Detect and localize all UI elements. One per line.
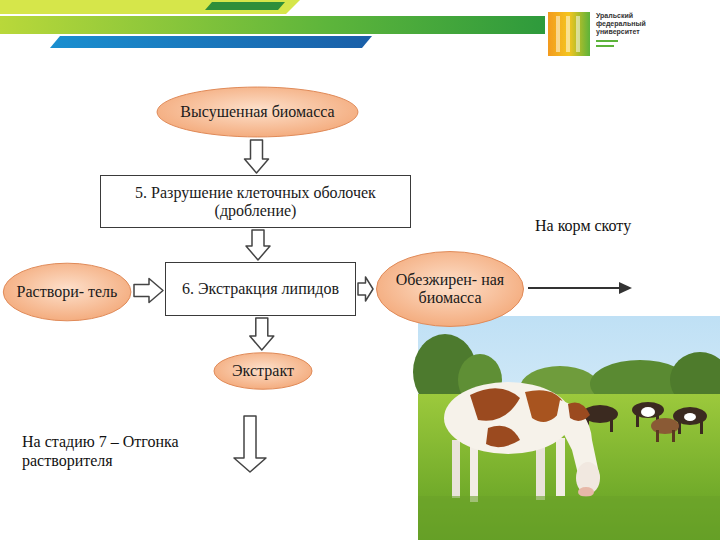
block-arrow bbox=[358, 277, 373, 301]
output-arrow-line bbox=[528, 287, 620, 289]
block-arrow bbox=[246, 230, 270, 260]
block-arrow bbox=[234, 416, 266, 472]
header-stripe bbox=[0, 16, 545, 34]
logo-mark bbox=[566, 16, 570, 52]
input-output-ellipse: Высушенная биомасса bbox=[155, 86, 360, 138]
logo-line bbox=[596, 45, 614, 47]
input-output-ellipse: Экстракт bbox=[213, 352, 313, 390]
node-text: Высушенная биомасса bbox=[176, 103, 340, 121]
logo-line bbox=[596, 40, 618, 42]
node-text-group: Раствори- тель bbox=[15, 283, 119, 301]
logo-mark bbox=[576, 16, 580, 52]
node-text-group: Высушенная биомасса bbox=[176, 103, 340, 121]
node-text: 5. Разрушение клеточных оболочек (дробле… bbox=[108, 184, 403, 220]
header-stripe bbox=[205, 2, 285, 10]
next-stage-label: На стадию 7 – Отгонка растворителя bbox=[22, 432, 237, 470]
node-text: Обезжирен- ная биомасса bbox=[390, 271, 510, 307]
node-text-group: 6. Экстракция липидов bbox=[173, 280, 348, 298]
node-text-group: Экстракт bbox=[223, 362, 303, 380]
header-stripe bbox=[50, 36, 372, 48]
node-text-group: Обезжирен- ная биомасса bbox=[390, 271, 510, 307]
process-box: 5. Разрушение клеточных оболочек (дробле… bbox=[100, 175, 411, 228]
node-text: Экстракт bbox=[223, 362, 303, 380]
block-arrow bbox=[250, 318, 274, 350]
node-text: Раствори- тель bbox=[15, 283, 119, 301]
input-output-ellipse: Обезжирен- ная биомасса bbox=[375, 250, 525, 328]
node-text: 6. Экстракция липидов bbox=[173, 280, 348, 298]
input-output-ellipse: Раствори- тель bbox=[2, 262, 132, 322]
cow-photo bbox=[413, 316, 720, 540]
block-arrow bbox=[245, 140, 269, 173]
process-box: 6. Экстракция липидов bbox=[165, 262, 356, 316]
block-arrow bbox=[134, 279, 163, 303]
node-text-group: 5. Разрушение клеточных оболочек (дробле… bbox=[108, 184, 403, 220]
logo-mark bbox=[556, 16, 560, 52]
logo-text: Уральский федеральный университет bbox=[596, 12, 658, 36]
header-stripe bbox=[0, 0, 300, 14]
logo-mark bbox=[548, 12, 590, 56]
output-arrowhead bbox=[619, 282, 632, 294]
output-label: На корм скоту bbox=[535, 216, 655, 235]
